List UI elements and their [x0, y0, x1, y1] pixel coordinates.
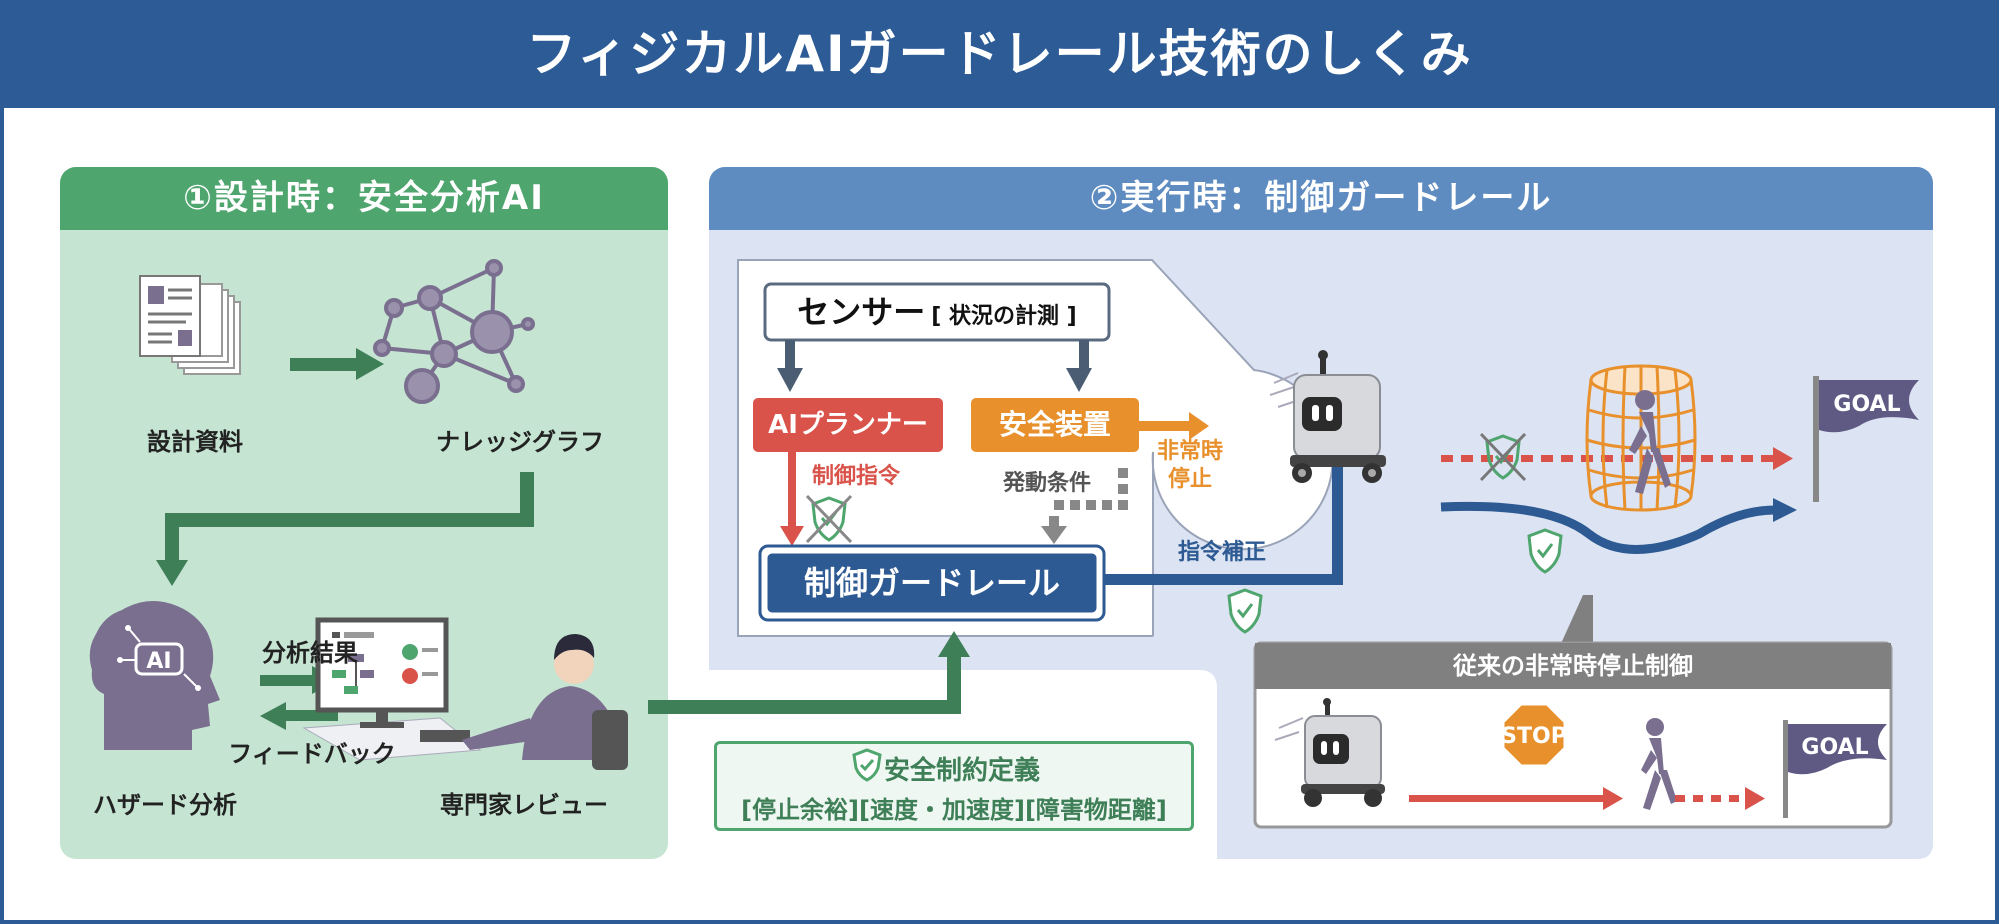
runtime-panel-header — [709, 167, 1933, 230]
trigger-condition-label: 発動条件 — [1003, 471, 1092, 496]
robot-icon — [1274, 698, 1385, 807]
svg-text:STOP: STOP — [1501, 724, 1567, 749]
arrow-docs-to-graph — [290, 348, 384, 380]
shield-cross-icon — [1479, 432, 1527, 482]
document-stack-icon — [139, 275, 241, 375]
ai-head-icon: AI — [89, 601, 220, 750]
design-docs-label: 設計資料 — [147, 428, 243, 456]
svg-text:AI: AI — [146, 649, 171, 674]
runtime-panel-title: ②実行時：制御ガードレール — [1089, 178, 1553, 218]
emergency-stop-arrow — [1139, 412, 1209, 440]
runtime-panel-graphics: GOAL STOP GOAL — [737, 259, 1919, 829]
shield-check-icon — [1227, 588, 1263, 634]
stop-sign-icon — [1501, 702, 1567, 768]
design-panel-graphics: AI — [89, 259, 628, 770]
arrow-feedback — [260, 702, 338, 730]
constraints-title: 安全制約定義 — [884, 756, 1041, 786]
ai-planner-box — [753, 398, 943, 452]
stop-path-arrow — [1409, 787, 1623, 810]
knowledge-graph-label: ナレッジグラフ — [436, 428, 604, 456]
arrow-graph-to-hazard — [156, 472, 534, 586]
title-bar — [0, 0, 1999, 108]
runtime-panel — [709, 167, 1933, 859]
guardrail-path — [1440, 501, 1776, 554]
expert-review-label: 専門家レビュー — [440, 791, 608, 819]
expert-reviewer-icon — [302, 617, 628, 770]
hazard-analysis-label: ハザード分析 — [93, 791, 237, 819]
design-panel-title: ①設計時：安全分析AI — [183, 178, 545, 218]
constraints-items: [停止余裕][速度・加速度][障害物距離] — [741, 796, 1167, 824]
page-title: フィジカルAIガードレール技術のしくみ — [526, 25, 1473, 83]
robot-icon — [1269, 350, 1386, 483]
sensor-box — [763, 282, 1111, 342]
command-correction-label: 指令補正 — [1178, 540, 1267, 565]
ai-planner-label: AIプランナー — [768, 410, 928, 440]
guardrail-box — [764, 550, 1100, 616]
pedestrian-icon — [1641, 718, 1677, 810]
shield-check-icon — [1527, 528, 1563, 574]
svg-text:GOAL: GOAL — [1833, 392, 1900, 417]
sensor-label: センサー[ 状況の計測 ] — [765, 284, 1109, 340]
safety-device-label: 安全装置 — [998, 408, 1111, 441]
analysis-result-label: 分析結果 — [262, 639, 358, 667]
svg-text:GOAL: GOAL — [1801, 735, 1868, 760]
goal-flag-icon: GOAL — [1783, 720, 1887, 818]
emergency-stop-label: 非常時 停止 — [1156, 439, 1223, 492]
dotted-continue-arrow — [1675, 787, 1765, 810]
arrow-design-to-runtime — [648, 631, 970, 714]
goal-flag-icon: GOAL — [1813, 376, 1919, 502]
constraints-box — [714, 741, 1194, 831]
control-command-arrow — [780, 452, 804, 546]
design-panel-header — [60, 167, 668, 230]
sensor-sub-label: [ 状況の計測 ] — [931, 304, 1077, 329]
feedback-label: フィードバック — [228, 740, 396, 768]
knowledge-graph-icon — [373, 259, 535, 404]
cage-icon — [1585, 364, 1697, 512]
shield-cross-icon — [805, 494, 853, 544]
guardrail-label: 制御ガードレール — [803, 564, 1060, 602]
shield-check-icon — [852, 748, 882, 782]
sensor-main-label: センサー — [797, 293, 926, 331]
conventional-title: 従来の非常時停止制御 — [1453, 652, 1693, 680]
sensor-arrows — [777, 340, 1092, 392]
trigger-condition-arrow — [1041, 468, 1128, 544]
safety-device-box — [971, 398, 1139, 452]
pedestrian-icon — [1629, 390, 1671, 494]
control-command-label: 制御指令 — [812, 464, 901, 489]
